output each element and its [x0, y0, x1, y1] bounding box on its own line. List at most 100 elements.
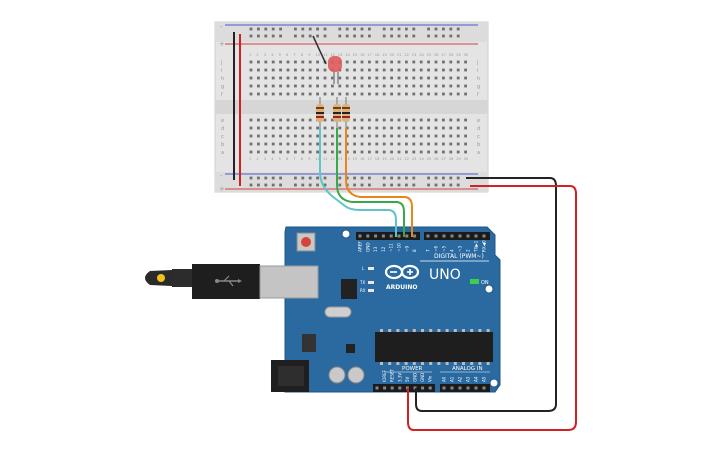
rail-hole[interactable]: [264, 27, 268, 31]
header-pin[interactable]: [458, 234, 462, 238]
breadboard-hole[interactable]: [301, 76, 305, 80]
breadboard-hole[interactable]: [375, 68, 379, 72]
wire-green-pin9[interactable]: [336, 128, 405, 237]
breadboard-hole[interactable]: [405, 84, 408, 88]
rail-hole[interactable]: [271, 183, 275, 187]
breadboard-hole[interactable]: [449, 92, 453, 96]
breadboard-hole[interactable]: [442, 60, 445, 64]
breadboard-hole[interactable]: [456, 118, 460, 122]
breadboard-hole[interactable]: [442, 68, 445, 72]
breadboard-hole[interactable]: [442, 92, 445, 96]
rail-hole[interactable]: [382, 34, 386, 38]
breadboard-hole[interactable]: [390, 150, 393, 154]
breadboard-hole[interactable]: [419, 84, 423, 88]
rail-hole[interactable]: [271, 34, 275, 38]
rail-hole[interactable]: [382, 27, 386, 31]
header-pin[interactable]: [374, 234, 378, 238]
breadboard-hole[interactable]: [405, 68, 408, 72]
breadboard-hole[interactable]: [360, 60, 364, 64]
breadboard-hole[interactable]: [419, 118, 423, 122]
breadboard-hole[interactable]: [382, 150, 386, 154]
reset-button-cap[interactable]: [301, 237, 311, 247]
breadboard-hole[interactable]: [257, 76, 260, 80]
rail-hole[interactable]: [249, 176, 253, 180]
digital-header-1[interactable]: [356, 232, 420, 240]
breadboard-hole[interactable]: [434, 84, 438, 88]
breadboard-hole[interactable]: [456, 134, 460, 138]
header-pin[interactable]: [466, 234, 470, 238]
breadboard-hole[interactable]: [360, 134, 364, 138]
breadboard-hole[interactable]: [301, 92, 305, 96]
breadboard-hole[interactable]: [286, 68, 290, 72]
breadboard-hole[interactable]: [419, 142, 423, 146]
breadboard-hole[interactable]: [279, 126, 282, 130]
breadboard-hole[interactable]: [368, 134, 371, 138]
breadboard-hole[interactable]: [264, 84, 268, 88]
breadboard-hole[interactable]: [264, 118, 268, 122]
breadboard-hole[interactable]: [427, 118, 430, 122]
breadboard-hole[interactable]: [264, 68, 268, 72]
breadboard-hole[interactable]: [405, 134, 408, 138]
breadboard-hole[interactable]: [464, 142, 467, 146]
breadboard-hole[interactable]: [442, 84, 445, 88]
rail-hole[interactable]: [271, 176, 275, 180]
breadboard-hole[interactable]: [323, 92, 327, 96]
breadboard-hole[interactable]: [427, 126, 430, 130]
breadboard-hole[interactable]: [390, 60, 393, 64]
breadboard-hole[interactable]: [286, 150, 290, 154]
breadboard-hole[interactable]: [360, 92, 364, 96]
rail-hole[interactable]: [434, 34, 438, 38]
breadboard-hole[interactable]: [323, 118, 327, 122]
rail-hole[interactable]: [382, 176, 386, 180]
breadboard-hole[interactable]: [360, 84, 364, 88]
breadboard-hole[interactable]: [390, 92, 393, 96]
breadboard-hole[interactable]: [345, 142, 349, 146]
breadboard-hole[interactable]: [434, 134, 438, 138]
rail-hole[interactable]: [353, 176, 356, 180]
breadboard-hole[interactable]: [249, 134, 253, 138]
breadboard-hole[interactable]: [316, 126, 319, 130]
breadboard-hole[interactable]: [257, 60, 260, 64]
rail-hole[interactable]: [442, 27, 445, 31]
rail-hole[interactable]: [397, 34, 401, 38]
breadboard-hole[interactable]: [286, 84, 290, 88]
breadboard-hole[interactable]: [360, 118, 364, 122]
wire-red-5v[interactable]: [407, 185, 577, 431]
breadboard-hole[interactable]: [390, 118, 393, 122]
breadboard-hole[interactable]: [279, 134, 282, 138]
breadboard-hole[interactable]: [427, 150, 430, 154]
breadboard-hole[interactable]: [345, 134, 349, 138]
rail-hole[interactable]: [449, 34, 453, 38]
rail-hole[interactable]: [323, 183, 327, 187]
header-pin[interactable]: [426, 234, 430, 238]
rail-hole[interactable]: [301, 176, 305, 180]
rail-hole[interactable]: [397, 183, 401, 187]
breadboard-hole[interactable]: [405, 126, 408, 130]
rail-hole[interactable]: [449, 176, 453, 180]
breadboard-hole[interactable]: [412, 68, 416, 72]
breadboard-hole[interactable]: [368, 60, 371, 64]
breadboard-hole[interactable]: [264, 150, 268, 154]
breadboard-hole[interactable]: [301, 150, 305, 154]
rail-hole[interactable]: [257, 27, 260, 31]
breadboard-hole[interactable]: [301, 60, 305, 64]
breadboard-hole[interactable]: [308, 150, 312, 154]
breadboard-hole[interactable]: [257, 150, 260, 154]
breadboard-hole[interactable]: [464, 92, 467, 96]
breadboard-hole[interactable]: [464, 76, 467, 80]
rail-hole[interactable]: [249, 34, 253, 38]
breadboard-hole[interactable]: [427, 134, 430, 138]
breadboard-hole[interactable]: [442, 142, 445, 146]
rail-hole[interactable]: [294, 176, 297, 180]
analog-header[interactable]: [440, 384, 490, 392]
rail-hole[interactable]: [449, 183, 453, 187]
rail-hole[interactable]: [442, 176, 445, 180]
breadboard-hole[interactable]: [271, 150, 275, 154]
rail-hole[interactable]: [294, 34, 297, 38]
breadboard-hole[interactable]: [427, 68, 430, 72]
breadboard-hole[interactable]: [397, 92, 401, 96]
breadboard-hole[interactable]: [412, 142, 416, 146]
breadboard-hole[interactable]: [294, 60, 297, 64]
breadboard-hole[interactable]: [316, 134, 319, 138]
breadboard-hole[interactable]: [456, 84, 460, 88]
